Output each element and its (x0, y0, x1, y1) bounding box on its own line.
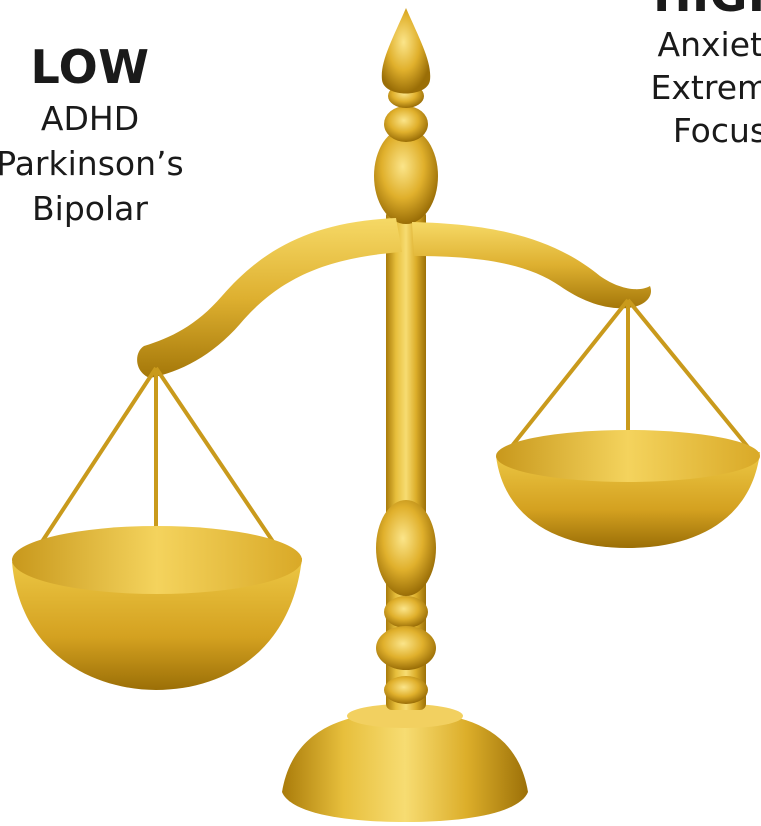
low-item-bipolar: Bipolar (0, 192, 220, 225)
scale-base (282, 704, 528, 822)
low-item-adhd: ADHD (0, 102, 220, 135)
high-heading: HIGH (595, 0, 761, 18)
scale-column (374, 8, 438, 710)
low-heading: LOW (0, 44, 220, 90)
scale-pan-right (496, 300, 760, 548)
high-item-focus: Focus (595, 114, 761, 147)
high-item-anxiety: Anxiety (595, 28, 761, 61)
high-label-block: HIGH Anxiety Extreme Focus (595, 0, 761, 147)
low-item-parkinsons: Parkinson’s (0, 147, 220, 180)
high-item-extreme: Extreme (595, 71, 761, 104)
scale-pan-left (12, 368, 302, 690)
low-label-block: LOW ADHD Parkinson’s Bipolar (0, 44, 220, 225)
